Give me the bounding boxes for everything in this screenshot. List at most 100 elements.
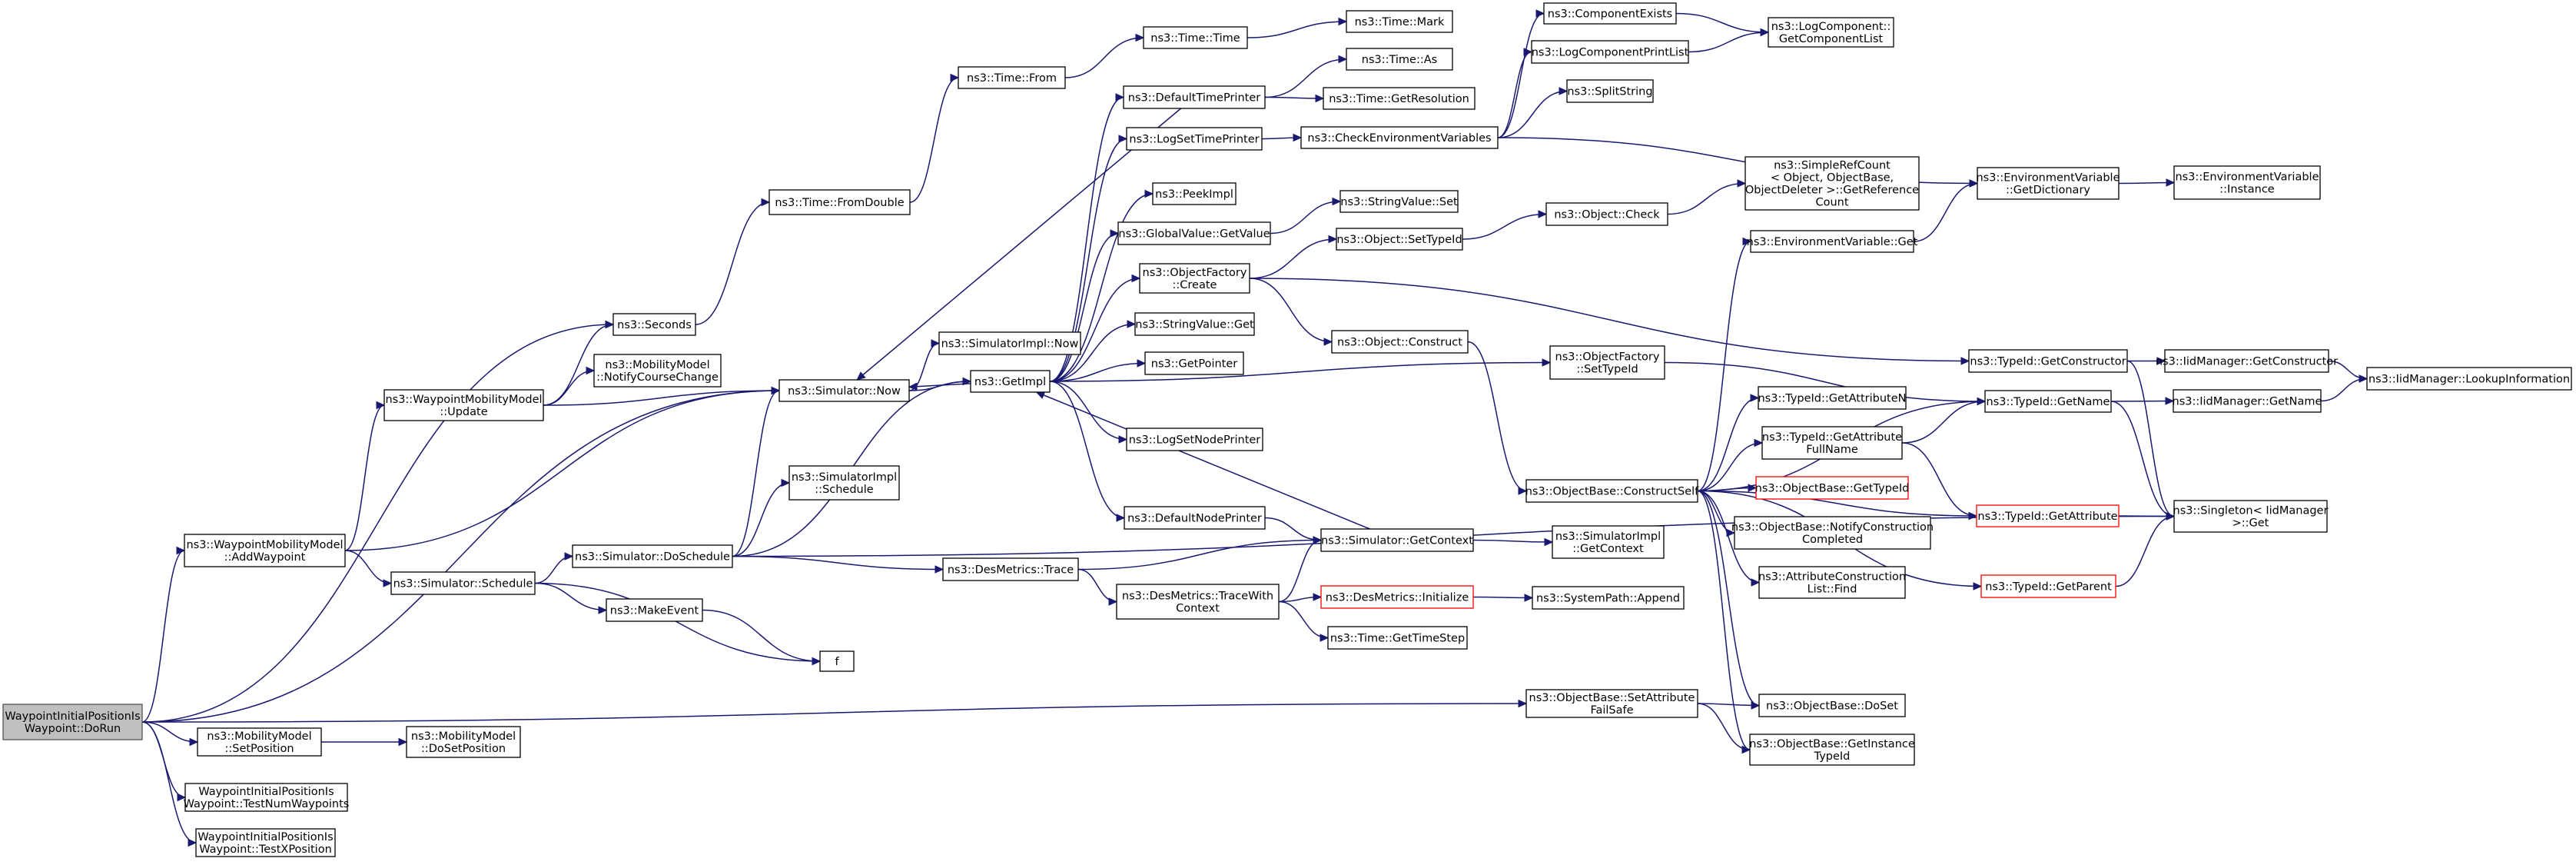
node-test-num[interactable]: WaypointInitialPositionIsWaypoint::TestN…: [184, 783, 350, 812]
node-box: [1320, 528, 1474, 552]
edge-defaultnodeprinter-to-sim_getcontext: [1264, 517, 1323, 544]
node-desmetrics-trace[interactable]: ns3::DesMetrics::Trace: [942, 557, 1079, 581]
node-box: [1152, 182, 1237, 205]
node-typeid-getparent[interactable]: ns3::TypeId::GetParent: [1980, 574, 2116, 598]
arrowhead: [1973, 582, 1983, 591]
node-logcompprintlist[interactable]: ns3::LogComponentPrintList: [1531, 40, 1689, 64]
node-box: [1331, 330, 1469, 354]
node-typeid-getattrn[interactable]: ns3::TypeId::GetAttributeN: [1758, 386, 1907, 410]
node-sim-getcontext[interactable]: ns3::Simulator::GetContext: [1320, 528, 1474, 552]
node-seconds[interactable]: ns3::Seconds: [612, 313, 696, 336]
node-test-x[interactable]: WaypointInitialPositionIsWaypoint::TestX…: [195, 828, 336, 857]
edge-typeid_getattrfull-to-typeid_getattr: [1901, 442, 1978, 521]
node-mm-notify[interactable]: ns3::MobilityModel::NotifyCourseChange: [593, 354, 722, 388]
node-sim-schedule[interactable]: ns3::Simulator::Schedule: [390, 571, 536, 595]
node-gv-getvalue[interactable]: ns3::GlobalValue::GetValue: [1117, 221, 1271, 245]
arrowhead: [1518, 699, 1528, 708]
node-makeevent[interactable]: ns3::MakeEvent: [606, 598, 703, 622]
node-stringvalue-set[interactable]: ns3::StringValue::Set: [1339, 190, 1459, 213]
node-logsetnodeprinter[interactable]: ns3::LogSetNodePrinter: [1126, 428, 1263, 451]
node-envvar-instance[interactable]: ns3::EnvironmentVariable::Instance: [2173, 165, 2321, 200]
node-wpm-update[interactable]: ns3::WaypointMobilityModel::Update: [383, 389, 544, 421]
node-time-getres[interactable]: ns3::Time::GetResolution: [1323, 87, 1476, 110]
node-singleton-get[interactable]: ns3::Singleton< IidManager>::Get: [2173, 500, 2329, 533]
node-simimpl-schedule[interactable]: ns3::SimulatorImpl::Schedule: [788, 465, 900, 501]
node-box: [1980, 574, 2116, 598]
arrowhead: [1741, 745, 1751, 754]
node-getimpl[interactable]: ns3::GetImpl: [970, 370, 1051, 393]
node-time-mark[interactable]: ns3::Time::Mark: [1346, 10, 1453, 33]
node-iidmgr-lookup[interactable]: ns3::IidManager::LookupInformation: [2366, 367, 2572, 391]
arrowhead: [771, 386, 781, 395]
arrowhead: [598, 606, 608, 614]
node-iidmgr-getconstructor[interactable]: ns3::IidManager::GetConstructor: [2156, 349, 2338, 373]
node-box: [195, 828, 336, 857]
node-box: [2173, 500, 2328, 533]
node-box: [1124, 506, 1266, 530]
node-box: [1734, 516, 1931, 550]
node-time-gettimestep[interactable]: ns3::Time::GetTimeStep: [1327, 626, 1468, 650]
node-simimpl-now[interactable]: ns3::SimulatorImpl::Now: [938, 331, 1081, 355]
node-defaultnodeprinter[interactable]: ns3::DefaultNodePrinter: [1124, 506, 1266, 530]
node-defaulttimeprinter[interactable]: ns3::DefaultTimePrinter: [1123, 85, 1266, 109]
node-time-fromdouble[interactable]: ns3::Time::FromDouble: [768, 189, 911, 215]
node-typeid-getname[interactable]: ns3::TypeId::GetName: [1984, 390, 2112, 413]
node-mm-setpos[interactable]: ns3::MobilityModel::SetPosition: [197, 727, 322, 757]
node-ob-gettypeid[interactable]: ns3::ObjectBase::GetTypeId: [1755, 476, 1910, 500]
node-typeid-getconstructor[interactable]: ns3::TypeId::GetConstructor: [1968, 349, 2128, 373]
node-simplerefcount[interactable]: ns3::SimpleRefCount< Object, ObjectBase,…: [1744, 156, 1920, 211]
node-typeid-getattr[interactable]: ns3::TypeId::GetAttribute: [1976, 504, 2120, 527]
arrowhead: [856, 371, 866, 381]
node-iidmgr-getname[interactable]: ns3::IidManager::GetName: [2173, 389, 2322, 413]
node-f[interactable]: f: [819, 650, 855, 672]
edge-getimpl-to-objfactory_create: [1049, 274, 1141, 382]
node-time-as[interactable]: ns3::Time::As: [1346, 48, 1453, 71]
node-objfactory-settypeid[interactable]: ns3::ObjectFactory::SetTypeId: [1549, 345, 1665, 380]
node-sim-now[interactable]: ns3::Simulator::Now: [778, 379, 910, 402]
node-desmetrics-init[interactable]: ns3::DesMetrics::Initialize: [1320, 585, 1474, 609]
node-stringvalue-get[interactable]: ns3::StringValue::Get: [1134, 312, 1255, 336]
node-getpointer[interactable]: ns3::GetPointer: [1144, 351, 1244, 375]
node-label: ns3::CheckEnvironmentVariables: [1307, 132, 1491, 145]
node-ob-doset[interactable]: ns3::ObjectBase::DoSet: [1758, 694, 1906, 717]
node-label: ::AddWaypoint: [224, 551, 306, 564]
node-objfactory-create[interactable]: ns3::ObjectFactory::Create: [1139, 263, 1250, 294]
node-object-settypeid[interactable]: ns3::Object::SetTypeId: [1336, 228, 1463, 251]
node-label: ::GetContext: [1572, 543, 1644, 555]
node-object-check[interactable]: ns3::Object::Check: [1545, 202, 1668, 226]
node-envvar-getdict[interactable]: ns3::EnvironmentVariable::GetDictionary: [1976, 167, 2120, 200]
node-checkenv[interactable]: ns3::CheckEnvironmentVariables: [1300, 126, 1499, 149]
node-ob-notifyconstruct[interactable]: ns3::ObjectBase::NotifyConstructionCompl…: [1731, 516, 1934, 550]
node-sim-doschedule[interactable]: ns3::Simulator::DoSchedule: [572, 544, 733, 568]
node-time-from[interactable]: ns3::Time::From: [958, 66, 1066, 89]
node-logsettimeprinter[interactable]: ns3::LogSetTimePrinter: [1126, 127, 1263, 151]
edge-sim_doschedule-to-sim_now: [732, 386, 781, 557]
node-object-construct[interactable]: ns3::Object::Construct: [1331, 330, 1469, 354]
node-peekimpl[interactable]: ns3::PeekImpl: [1152, 182, 1237, 205]
edge-defaulttimeprinter-to-time_as: [1264, 55, 1348, 98]
node-logcomp-getlist[interactable]: ns3::LogComponent::GetComponentList: [1768, 17, 1894, 48]
node-label: Count: [1815, 197, 1848, 209]
node-componentexists[interactable]: ns3::ComponentExists: [1543, 2, 1677, 25]
node-simimpl-getcontext[interactable]: ns3::SimulatorImpl::GetContext: [1552, 525, 1665, 559]
node-envvar-get[interactable]: ns3::EnvironmentVariable::Get: [1747, 230, 1918, 253]
node-label: ns3::Time::FromDouble: [775, 197, 904, 209]
node-time-time[interactable]: ns3::Time::Time: [1143, 26, 1248, 49]
node-splitstring[interactable]: ns3::SplitString: [1566, 79, 1654, 103]
node-ob-constructself[interactable]: ns3::ObjectBase::ConstructSelf: [1525, 479, 1699, 503]
node-box: [1532, 586, 1685, 610]
node-syspath-append[interactable]: ns3::SystemPath::Append: [1532, 586, 1685, 610]
node-mm-dosetpos[interactable]: ns3::MobilityModel::DoSetPosition: [406, 726, 521, 758]
node-box: [1549, 345, 1665, 380]
arrowhead: [1313, 593, 1323, 601]
node-wpm-add[interactable]: ns3::WaypointMobilityModel::AddWaypoint: [184, 534, 346, 567]
node-label: ns3::Time::Mark: [1355, 16, 1445, 28]
node-label: ns3::DefaultNodePrinter: [1127, 513, 1262, 525]
node-label: ns3::Time::GetResolution: [1329, 93, 1469, 105]
